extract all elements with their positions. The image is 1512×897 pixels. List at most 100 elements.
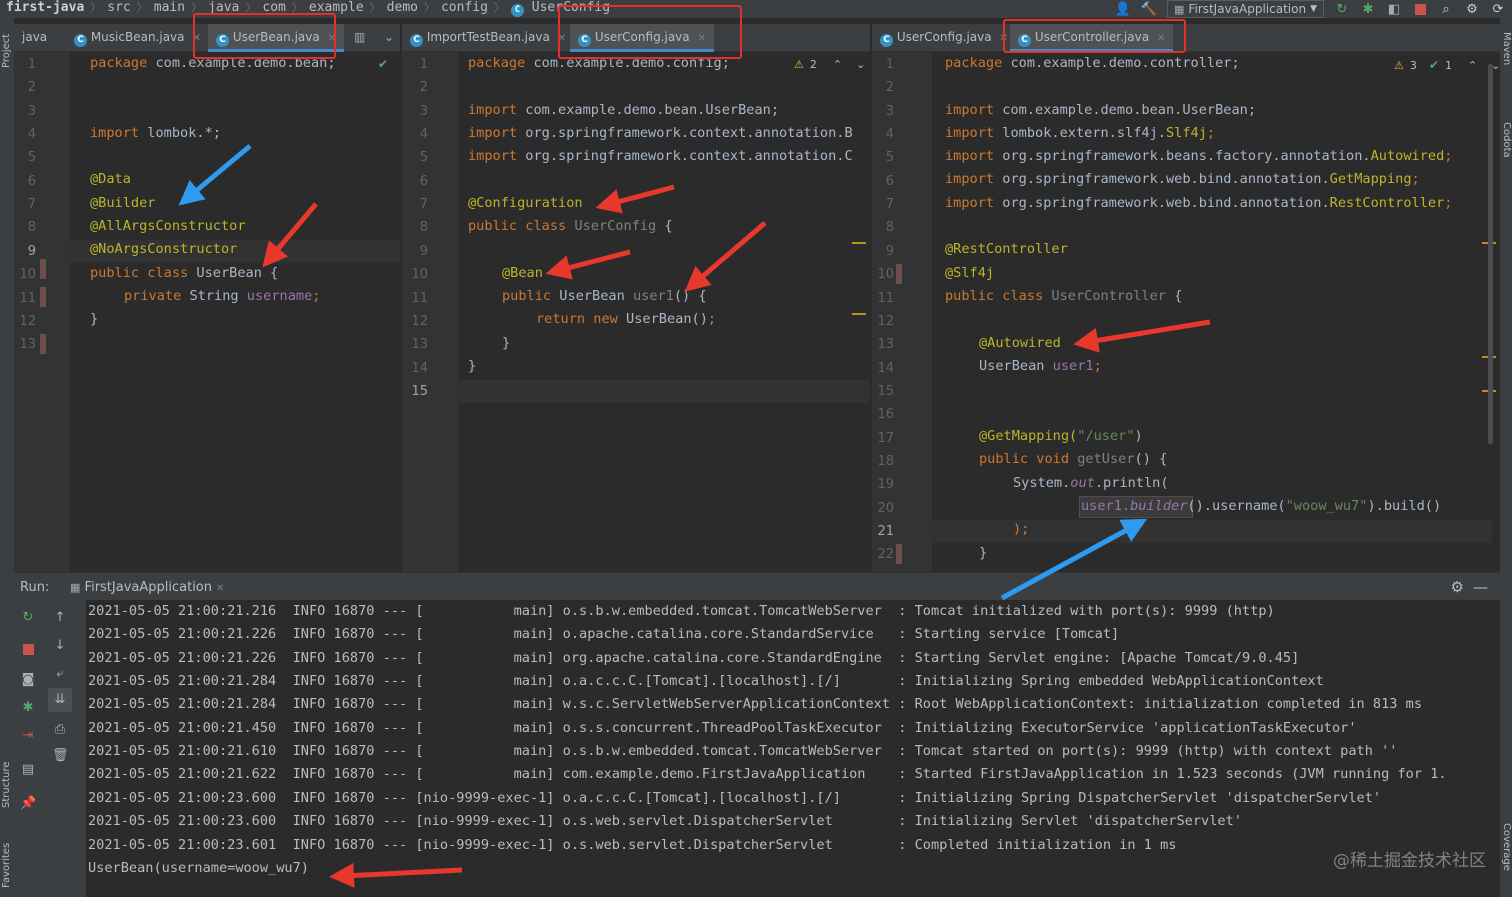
code-line[interactable]: System.out.println( (1013, 475, 1169, 491)
code-line[interactable]: @AllArgsConstructor (90, 218, 246, 234)
user-icon[interactable]: 👤 (1114, 1, 1132, 17)
update-icon[interactable]: ⟳ (1492, 1, 1504, 17)
console-line[interactable]: 2021-05-05 21:00:21.226 INFO 16870 --- [… (88, 626, 1120, 643)
console-line[interactable]: UserBean(username=woow_wu7) (88, 859, 309, 876)
code-line[interactable]: @Slf4j (945, 265, 995, 281)
console-line[interactable]: 2021-05-05 21:00:21.216 INFO 16870 --- [… (88, 603, 1275, 619)
scroll-down-icon[interactable]: ↓ (54, 638, 66, 653)
code-line[interactable]: public class UserConfig { (468, 218, 673, 234)
favorites-tool-button[interactable]: Favorites (1, 842, 12, 888)
exit-icon[interactable]: ⇥ (22, 728, 34, 743)
warning-stripe-marker[interactable] (852, 242, 866, 244)
rerun-icon[interactable]: ↻ (22, 610, 34, 625)
maven-tool-button[interactable]: Maven (1501, 32, 1512, 66)
tab-musicbean[interactable]: C MusicBean.java ✕ (66, 24, 209, 52)
debug-bug-icon[interactable]: ✱ (1362, 1, 1374, 17)
breadcrumb-project[interactable]: first-java (6, 0, 85, 15)
breadcrumb-item[interactable]: demo (386, 0, 418, 15)
minimize-icon[interactable]: — (1473, 578, 1488, 596)
close-icon[interactable]: ✕ (1156, 33, 1166, 44)
code-line[interactable]: public UserBean user1() { (502, 288, 707, 304)
code-line[interactable]: import org.springframework.web.bind.anno… (945, 195, 1453, 211)
code-line[interactable]: package com.example.demo.bean; (90, 55, 336, 71)
breadcrumb-item[interactable]: java (208, 0, 240, 15)
code-line[interactable]: } (979, 545, 988, 561)
tab-java-overflow[interactable]: java (22, 30, 48, 44)
debug-bug-icon[interactable]: ✱ (22, 700, 34, 715)
tab-userbean[interactable]: C UserBean.java ✕ (208, 24, 344, 52)
code-line[interactable]: import com.example.demo.bean.UserBean; (468, 102, 780, 118)
code-line[interactable]: import org.springframework.context.annot… (468, 125, 853, 141)
code-line[interactable]: @GetMapping("/user") (979, 428, 1143, 444)
code-line[interactable]: UserBean user1; (979, 358, 1102, 374)
code-line[interactable]: @Data (90, 171, 131, 187)
run-configuration-select[interactable]: ▦ FirstJavaApplication ▼ (1167, 0, 1324, 18)
search-icon[interactable]: ⌕ (1442, 1, 1450, 17)
chevron-down-icon[interactable]: ⌄ (856, 58, 866, 71)
tab-userconfig[interactable]: C UserConfig.java ✕ (570, 24, 714, 52)
console-line[interactable]: 2021-05-05 21:00:21.450 INFO 16870 --- [… (88, 719, 1357, 736)
code-line[interactable]: @Autowired (979, 335, 1061, 351)
warning-stripe-marker[interactable] (852, 313, 866, 315)
inspection-warnings[interactable]: ⚠3✔1⌃⌄ (1394, 58, 1500, 72)
coverage-icon[interactable]: ◧ (1387, 1, 1401, 17)
pin-icon[interactable]: 📌 (20, 796, 37, 811)
camera-icon[interactable]: ◙ (21, 672, 35, 687)
console-line[interactable]: 2021-05-05 21:00:23.600 INFO 16870 --- [… (88, 789, 1382, 806)
breadcrumb-item[interactable]: example (308, 0, 364, 15)
code-line[interactable]: public void getUser() { (979, 451, 1168, 467)
close-icon[interactable]: ✕ (327, 33, 336, 44)
console-line[interactable]: 2021-05-05 21:00:23.600 INFO 16870 --- [… (88, 813, 1242, 830)
code-line[interactable]: user1.builder().username("woow_wu7").bui… (1081, 498, 1442, 514)
breadcrumb-item[interactable]: src (107, 0, 131, 15)
rerun-icon[interactable]: ↻ (1336, 1, 1348, 17)
scroll-up-icon[interactable]: ↑ (54, 610, 66, 625)
code-line[interactable]: @Bean (502, 265, 543, 281)
console-line[interactable]: 2021-05-05 21:00:21.610 INFO 16870 --- [… (88, 743, 1398, 760)
code-line[interactable]: import org.springframework.context.annot… (468, 148, 853, 164)
code-line[interactable]: @Builder (90, 195, 156, 211)
console-line[interactable]: 2021-05-05 21:00:21.284 INFO 16870 --- [… (88, 673, 1324, 690)
inspection-warnings[interactable]: ⚠2⌃⌄ (794, 58, 865, 71)
build-hammer-icon[interactable]: 🔨 (1140, 1, 1158, 17)
scroll-to-end-icon[interactable]: ⇊ (48, 688, 72, 712)
print-icon[interactable]: ⎙ (54, 722, 66, 737)
trash-icon[interactable]: 🗑 (52, 748, 69, 763)
code-line[interactable]: @RestController (945, 241, 1068, 257)
chevron-down-icon[interactable]: ⌄ (1491, 58, 1501, 72)
breadcrumb-class[interactable]: UserConfig (531, 0, 611, 15)
code-line[interactable]: package com.example.demo.config; (468, 55, 730, 71)
chevron-up-icon[interactable]: ⌃ (832, 58, 843, 71)
codota-tool-button[interactable]: Codota (1501, 122, 1512, 158)
console-line[interactable]: 2021-05-05 21:00:21.622 INFO 16870 --- [… (88, 766, 1447, 783)
vertical-scrollbar[interactable] (1488, 64, 1493, 444)
structure-tool-button[interactable]: Structure (1, 761, 12, 808)
console-line[interactable]: 2021-05-05 21:00:21.284 INFO 16870 --- [… (88, 696, 1423, 713)
breadcrumb-item[interactable]: config (440, 0, 488, 15)
code-line[interactable]: @Configuration (468, 195, 583, 211)
close-icon[interactable]: ✕ (216, 583, 225, 594)
breadcrumb-item[interactable]: main (153, 0, 186, 15)
tab-list-chevron-icon[interactable]: ⌄ (384, 30, 395, 44)
chevron-up-icon[interactable]: ⌃ (1467, 58, 1478, 72)
code-line[interactable]: @NoArgsConstructor (90, 241, 238, 257)
console-line[interactable]: 2021-05-05 21:00:23.601 INFO 16870 --- [… (88, 836, 1177, 853)
run-tab[interactable]: ▦ FirstJavaApplication ✕ (70, 580, 225, 595)
code-line[interactable]: import org.springframework.beans.factory… (945, 148, 1453, 164)
console-output[interactable]: 2021-05-05 21:00:21.216 INFO 16870 --- [… (88, 600, 1500, 897)
stop-icon[interactable] (1412, 1, 1428, 17)
split-view-button[interactable]: ▥ (354, 30, 366, 44)
code-line[interactable]: import lombok.extern.slf4j.Slf4j; (945, 125, 1216, 141)
code-line[interactable]: import org.springframework.web.bind.anno… (945, 171, 1420, 187)
coverage-tool-button[interactable]: Coverage (1501, 823, 1512, 871)
layout-icon[interactable]: ▤ (21, 762, 35, 777)
code-line[interactable]: private String username; (124, 288, 321, 304)
close-icon[interactable]: ✕ (192, 33, 201, 44)
tab-userconfig[interactable]: C UserConfig.java ✕ (872, 24, 1016, 52)
tab-importtestbean[interactable]: C ImportTestBean.java ✕ (402, 24, 574, 52)
code-line[interactable]: } (90, 311, 99, 327)
project-tool-button[interactable]: Project (1, 33, 12, 68)
code-line[interactable]: public class UserController { (945, 288, 1183, 304)
soft-wrap-icon[interactable]: ⤶ (56, 666, 64, 681)
gear-icon[interactable]: ⚙ (1450, 578, 1464, 596)
